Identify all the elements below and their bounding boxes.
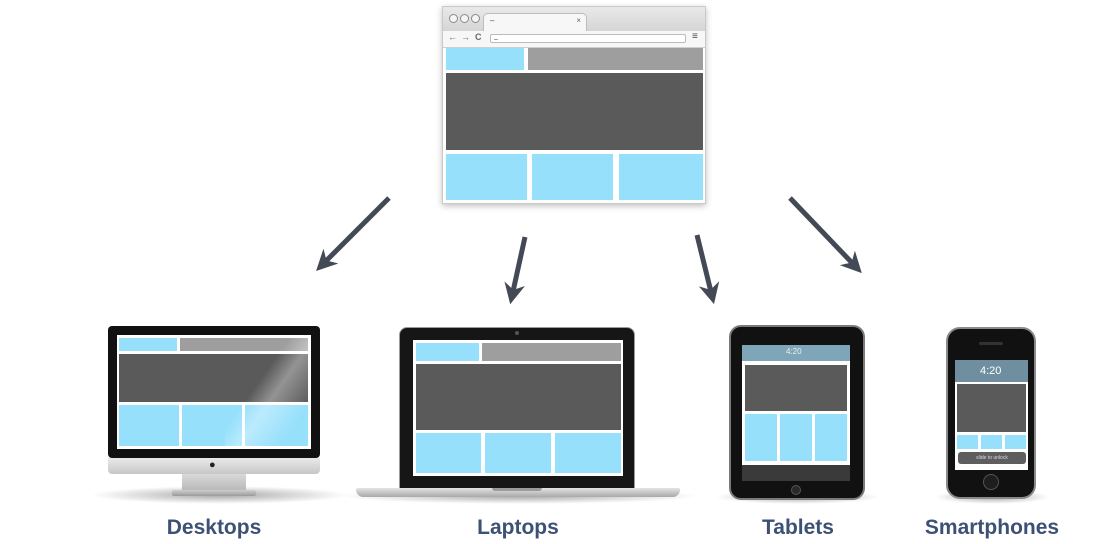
laptop-base	[356, 488, 680, 497]
forward-arrow-icon[interactable]: →	[461, 32, 470, 42]
lock-screen-header	[742, 345, 850, 361]
layout-hero-block	[119, 354, 308, 402]
tablet-time: 4:20	[786, 347, 802, 356]
apple-logo-icon: ●	[209, 459, 216, 471]
layout-nav-block	[482, 343, 621, 361]
close-dot-icon	[449, 14, 458, 23]
laptop-screen	[413, 340, 623, 476]
layout-logo-block	[119, 338, 177, 351]
speaker-icon	[979, 342, 1003, 345]
layout-column-block	[446, 154, 527, 200]
layout-nav-block	[180, 338, 308, 351]
menu-icon[interactable]: ≡	[692, 31, 698, 42]
tab-close-icon[interactable]: ×	[576, 16, 581, 25]
reload-icon[interactable]: C	[475, 32, 482, 42]
desktop-base	[172, 490, 256, 496]
layout-logo-block	[416, 343, 479, 361]
browser-window: – × ← → C – ≡	[442, 6, 706, 204]
laptop-notch	[492, 488, 542, 491]
smartphone-time: 4:20	[980, 365, 1002, 377]
layout-column-block	[815, 414, 847, 461]
arrow-to-desktop	[316, 196, 391, 271]
lock-screen-header	[955, 360, 1028, 382]
tablet-screen	[742, 345, 850, 481]
layout-hero-block	[745, 365, 847, 411]
layout-column-block	[957, 435, 978, 449]
url-bar[interactable]: –	[490, 34, 686, 43]
layout-column-block	[245, 405, 308, 446]
layout-column-block	[780, 414, 812, 461]
layout-column-block	[416, 433, 481, 473]
layout-logo-block	[446, 48, 524, 70]
browser-tab[interactable]: – ×	[483, 13, 587, 31]
label-desktops: Desktops	[166, 516, 262, 539]
desktop-stand	[182, 474, 246, 492]
layout-nav-block	[528, 48, 703, 70]
desktop-chin	[108, 458, 320, 474]
layout-column-block	[532, 154, 613, 200]
home-button-icon[interactable]	[791, 485, 801, 495]
layout-column-block	[1005, 435, 1026, 449]
layout-hero-block	[446, 73, 703, 150]
arrow-to-smartphone	[788, 196, 862, 274]
label-laptops: Laptops	[477, 516, 559, 539]
slide-to-unlock[interactable]: slide to unlock	[958, 452, 1026, 464]
smartphone-screen	[955, 360, 1028, 470]
layout-column-block	[555, 433, 621, 473]
browser-content	[443, 48, 705, 203]
arrow-to-laptop	[504, 236, 528, 305]
lock-screen-footer	[742, 465, 850, 481]
browser-titlebar: – ×	[443, 7, 705, 31]
desktop-screen	[117, 335, 311, 449]
layout-column-block	[485, 433, 551, 473]
zoom-dot-icon	[471, 14, 480, 23]
layout-column-block	[981, 435, 1002, 449]
arrow-to-tablet	[694, 234, 720, 305]
layout-hero-block	[416, 364, 621, 430]
layout-column-block	[745, 414, 777, 461]
layout-column-block	[182, 405, 242, 446]
browser-navbar: ← → C – ≡	[443, 31, 705, 48]
tab-title: –	[490, 16, 495, 25]
camera-icon	[515, 331, 519, 335]
screen-glare	[225, 335, 311, 449]
home-button-icon[interactable]	[983, 474, 999, 490]
minimize-dot-icon	[460, 14, 469, 23]
layout-hero-block	[957, 384, 1026, 432]
layout-column-block	[119, 405, 179, 446]
label-tablets: Tablets	[762, 516, 834, 539]
label-smartphones: Smartphones	[924, 516, 1060, 539]
layout-column-block	[619, 154, 703, 200]
back-arrow-icon[interactable]: ←	[448, 32, 457, 42]
